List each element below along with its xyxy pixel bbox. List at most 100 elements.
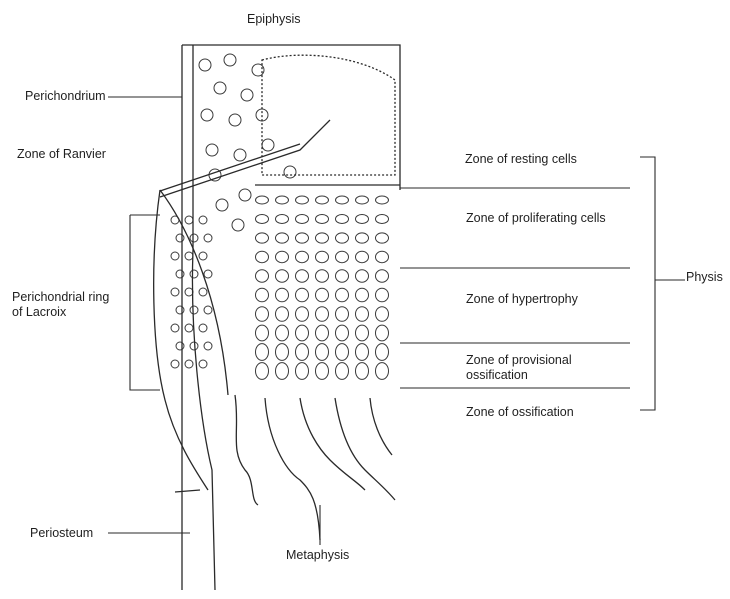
physis-column-cell-24 — [296, 251, 309, 262]
physis-column-cell-53 — [356, 233, 369, 243]
label-perichondrial-ring: Perichondrial ring of Lacroix — [12, 290, 112, 320]
physis-column-cell-65 — [376, 270, 389, 282]
physis-column-cell-23 — [296, 233, 309, 243]
ring-cell-26 — [185, 360, 193, 368]
physis-column-cell-31 — [316, 196, 329, 204]
label-physis: Physis — [686, 270, 723, 285]
physis-column-cell-17 — [276, 307, 289, 322]
physis-column-cell-59 — [356, 344, 369, 361]
ring-cell-17 — [190, 306, 198, 314]
ring-cell-16 — [176, 306, 184, 314]
physis-column-cell-25 — [296, 270, 309, 282]
physis-column-cell-8 — [256, 325, 269, 341]
ring-cell-27 — [199, 360, 207, 368]
ring-cell-21 — [199, 324, 207, 332]
physis-column-cell-61 — [376, 196, 389, 204]
resting-cell-10 — [234, 149, 246, 161]
physis-column-cell-55 — [356, 270, 369, 282]
physis-column-cell-19 — [276, 344, 289, 361]
physis-column-cell-68 — [376, 325, 389, 341]
physis-column-cell-1 — [256, 196, 269, 204]
physis-column-cell-52 — [356, 215, 369, 224]
physis-column-cell-43 — [336, 233, 349, 243]
physis-bracket — [640, 157, 655, 410]
ring-cell-14 — [185, 288, 193, 296]
physis-column-cell-48 — [336, 325, 349, 341]
ring-cell-12 — [204, 270, 212, 278]
perichondrial-ring-outline — [154, 190, 208, 490]
metaphysis-trabecula-3 — [300, 398, 365, 490]
resting-cell-7 — [229, 114, 241, 126]
physis-column-cell-34 — [316, 251, 329, 262]
zone-of-ranvier-groove-edge — [160, 144, 300, 191]
ring-cell-7 — [171, 252, 179, 260]
label-zone-hypertrophy: Zone of hypertrophy — [466, 292, 578, 307]
physis-column-cell-4 — [256, 251, 269, 262]
resting-cell-2 — [224, 54, 236, 66]
perichondrial-ring-inner-line — [160, 190, 228, 395]
ring-cell-20 — [185, 324, 193, 332]
physis-column-cell-29 — [296, 344, 309, 361]
leader-lines — [108, 97, 685, 545]
physis-column-cell-69 — [376, 344, 389, 361]
physis-column-cell-37 — [316, 307, 329, 322]
physis-column-cell-6 — [256, 288, 269, 302]
physis-column-cell-44 — [336, 251, 349, 262]
physis-column-cell-10 — [256, 363, 269, 380]
physis-column-cell-5 — [256, 270, 269, 282]
ring-cell-3 — [199, 216, 207, 224]
physis-column-cell-41 — [336, 196, 349, 204]
physis-column-cell-54 — [356, 251, 369, 262]
label-zone-ossification: Zone of ossification — [466, 405, 574, 420]
label-perichondrium: Perichondrium — [25, 89, 106, 104]
ring-cell-18 — [204, 306, 212, 314]
label-epiphysis: Epiphysis — [247, 12, 301, 27]
physis-column-cell-67 — [376, 307, 389, 322]
ring-cell-11 — [190, 270, 198, 278]
physis-column-cell-3 — [256, 233, 269, 243]
ring-cell-25 — [171, 360, 179, 368]
physis-column-cell-35 — [316, 270, 329, 282]
physis-column-cell-33 — [316, 233, 329, 243]
ring-cell-5 — [190, 234, 198, 242]
physis-column-cell-50 — [336, 363, 349, 380]
resting-cell-13 — [284, 166, 296, 178]
physis-column-cell-2 — [256, 215, 269, 224]
resting-cell-15 — [239, 189, 251, 201]
physis-column-cell-45 — [336, 270, 349, 282]
label-metaphysis: Metaphysis — [286, 548, 349, 563]
physis-column-cell-47 — [336, 307, 349, 322]
physis-column-cell-36 — [316, 288, 329, 302]
physis-column-cell-70 — [376, 363, 389, 380]
cortex-inner-line — [192, 45, 215, 590]
physis-column-cell-30 — [296, 363, 309, 380]
physis-column-cell-7 — [256, 307, 269, 322]
physis-column-cell-60 — [356, 363, 369, 380]
physis-column-cell-22 — [296, 215, 309, 224]
physis-column-cell-32 — [316, 215, 329, 224]
physis-column-cell-56 — [356, 288, 369, 302]
epiphysis-outline — [182, 45, 400, 190]
physis-column-cell-18 — [276, 325, 289, 341]
physis-column-cell-15 — [276, 270, 289, 282]
resting-cell-3 — [252, 64, 264, 76]
label-zone-provisional-ossification: Zone of provisional ossification — [466, 353, 616, 383]
physis-column-cell-20 — [276, 363, 289, 380]
metaphysis-trabecula-2 — [265, 398, 320, 540]
physis-column-cell-49 — [336, 344, 349, 361]
physis-column-cell-64 — [376, 251, 389, 262]
physis-column-cell-62 — [376, 215, 389, 224]
ring-cell-13 — [171, 288, 179, 296]
ring-cell-9 — [199, 252, 207, 260]
ring-cell-2 — [185, 216, 193, 224]
resting-cell-14 — [216, 199, 228, 211]
metaphysis-trabecula-1 — [235, 395, 258, 505]
physis-column-cell-57 — [356, 307, 369, 322]
resting-cell-4 — [214, 82, 226, 94]
label-zone-of-ranvier: Zone of Ranvier — [17, 147, 106, 162]
physis-column-cell-27 — [296, 307, 309, 322]
metaphysis-trabecula-4 — [335, 398, 395, 500]
ring-cell-6 — [204, 234, 212, 242]
metaphysis-trabecula-5 — [370, 398, 392, 455]
